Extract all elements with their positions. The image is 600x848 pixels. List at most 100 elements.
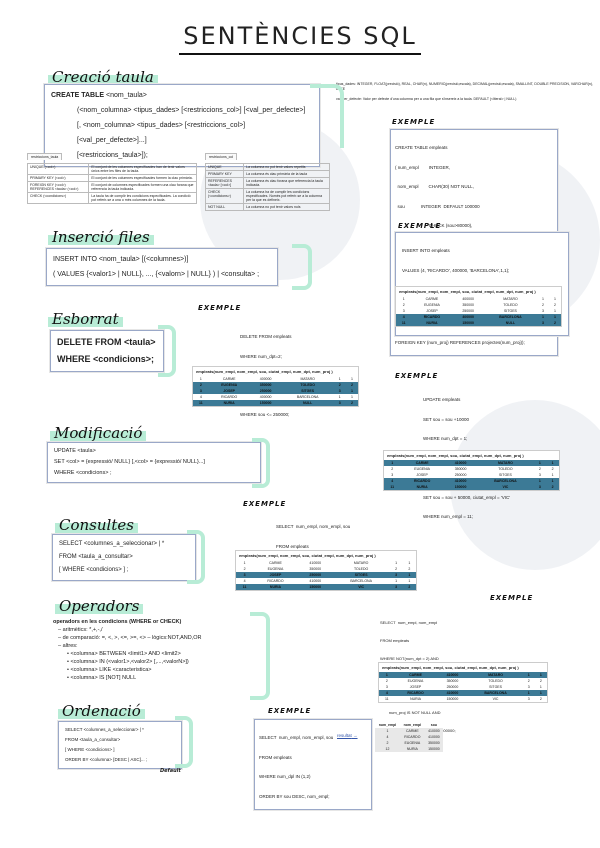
tipus-dades-note: tipus_dades: INTEGER, FLOAT(precisió), R… xyxy=(336,82,593,91)
syntax-line: (<nom_columna> <tipus_dades> [<restricci… xyxy=(77,107,306,114)
list-item: • <columna> BETWEEN <limit1> AND <limit2… xyxy=(67,651,181,657)
list-item: – de comparació: =, <, >, <=, >=, <> – l… xyxy=(58,635,202,641)
syntax-line: ORDER BY <columna> [DESC | ASC]... ; xyxy=(65,757,148,762)
list-item: – aritmètics: *,+,-,/ xyxy=(58,627,103,633)
select-result-table: empleats(num_empl, nom_empl, sou, ciutat… xyxy=(235,550,417,591)
connector-bracket xyxy=(250,612,270,700)
val-per-defecte-note: val_per_defecte: Valor per defecte d'una… xyxy=(336,97,517,101)
table-row: CHECK (<condicions>)La taula ha de compl… xyxy=(26,192,197,204)
syntax-line: DELETE FROM <taula> xyxy=(57,337,156,347)
code-line: SELECT num_empl, nom_empl, sou xyxy=(276,524,351,529)
resultat-arrow-label: resultat → xyxy=(337,733,358,738)
code-line: INSERT INTO empleats xyxy=(402,248,450,253)
cell: La columna no pot tenir valors nuls xyxy=(243,203,330,211)
cell: CHECK (<condicions>) xyxy=(204,188,245,204)
page-title: SENTÈNCIES SQL xyxy=(0,22,600,55)
code-line: CREATE TABLE empleats xyxy=(395,145,448,150)
cell: La columna és clau forana que referencia… xyxy=(243,177,330,189)
operadors-intro: operadors en les condicions (WHERE or CH… xyxy=(53,619,182,625)
code-line: sou BETWEEN 400000 AND 500000; xyxy=(380,728,456,733)
code-line: SELECT num_empl, nom_empl xyxy=(380,620,438,625)
example-label: EXEMPLE xyxy=(268,707,312,715)
default-annotation: Default xyxy=(160,768,181,774)
code-line: WHERE num_dpt=2; xyxy=(240,353,282,359)
syntax-line: WHERE <condicions> ; xyxy=(54,470,112,476)
code-line: WHERE NOT(num_dpt = 2) AND xyxy=(380,656,439,661)
restriccions-taula-table: restriccions_taula UNIQUE (<col>)El conj… xyxy=(26,145,197,204)
code-line: FOREIGN KEY (num_proj) REFERENCES projec… xyxy=(395,340,525,345)
list-item: – altres: xyxy=(58,643,78,649)
connector-bracket xyxy=(252,438,270,488)
syntax-line: UPDATE <taula> xyxy=(54,448,96,454)
heading-operadors: Operadors xyxy=(55,597,144,615)
delete-result-table: empleats(num_empl, nom_empl, sou, ciutat… xyxy=(192,366,359,407)
list-item: • <columna> LIKE <caracteristica> xyxy=(67,667,152,673)
create-table-syntax: CREATE TABLE <nom_taula> (<nom_columna> … xyxy=(44,84,320,167)
cell: UNIQUE xyxy=(204,163,245,171)
syntax-line: ( VALUES {<valor1> | NULL}, ..., {<valor… xyxy=(53,271,260,278)
insert-result-table: empleats(num_empl, nom_empl, sou, ciutat… xyxy=(395,286,562,327)
code-line: WHERE num_empl = 11; xyxy=(423,514,474,519)
syntax-line: WHERE <condicions>; xyxy=(57,354,155,364)
select-syntax: SELECT <columnes_a_seleccionar> | * FROM… xyxy=(52,534,196,581)
example-label: EXEMPLE xyxy=(392,118,436,126)
connector-bracket xyxy=(292,244,312,290)
syntax-line: CREATE TABLE <nom_taula> xyxy=(51,92,147,99)
code-line: UPDATE empleats xyxy=(423,397,461,402)
table-row: UNIQUE (<col>)El conjunt de les columnes… xyxy=(26,163,197,175)
cell: PRIMARY KEY (<col>) xyxy=(26,174,90,182)
list-item: • <columna> IN (<valor1>,<valor2> [,...,… xyxy=(67,659,189,665)
update-example: UPDATE empleats SET sou = sou +10000 WHE… xyxy=(423,384,573,527)
cell: NOT NULL xyxy=(204,203,245,211)
cell: El conjunt de les columnes especificades… xyxy=(88,163,197,175)
connector-bracket xyxy=(158,325,176,377)
restriccions-taula-grid: UNIQUE (<col>)El conjunt de les columnes… xyxy=(26,163,197,204)
code-line: sou INTEGER DEFAULT 100000 xyxy=(395,203,480,209)
heading-creacio: Creació taula xyxy=(48,68,158,86)
code-line: FROM empleats xyxy=(276,543,309,549)
example-label: EXEMPLE xyxy=(398,222,442,230)
table-row: REFERENCES <taula> [<col>]La columna és … xyxy=(204,177,330,189)
cell: PRIMARY KEY xyxy=(204,170,245,178)
code-line: WHERE num_dpl IN (1,2) xyxy=(259,774,311,779)
operadors-list: operadors en les condicions (WHERE or CH… xyxy=(53,618,253,682)
table-row: PRIMARY KEY (<col>)El conjunt de les col… xyxy=(26,174,197,182)
update-syntax: UPDATE <taula> SET <col> = {expressió/ N… xyxy=(47,442,261,483)
restriccions-col-tab: restriccions_col xyxy=(205,153,238,160)
insert-syntax: INSERT INTO <nom_taula> [(<columnes>)] (… xyxy=(46,248,278,286)
heading-modificacio: Modificació xyxy=(50,424,147,442)
syntax-line: [<restriccions_taula>]); xyxy=(77,152,148,159)
update-result-table: empleats(num_empl, nom_empl, sou, ciutat… xyxy=(383,450,560,491)
cell: La taula ha de complir les condicions es… xyxy=(88,192,197,204)
syntax-line: INSERT INTO <nom_taula> [(<columnes>)] xyxy=(53,256,189,263)
cell: El conjunt de les columnes especificades… xyxy=(88,174,197,182)
code-line: SELECT num_empl, nom_empl, sou xyxy=(259,735,334,740)
table-header: empleats(num_empl, nom_empl, sou, ciutat… xyxy=(387,453,524,458)
